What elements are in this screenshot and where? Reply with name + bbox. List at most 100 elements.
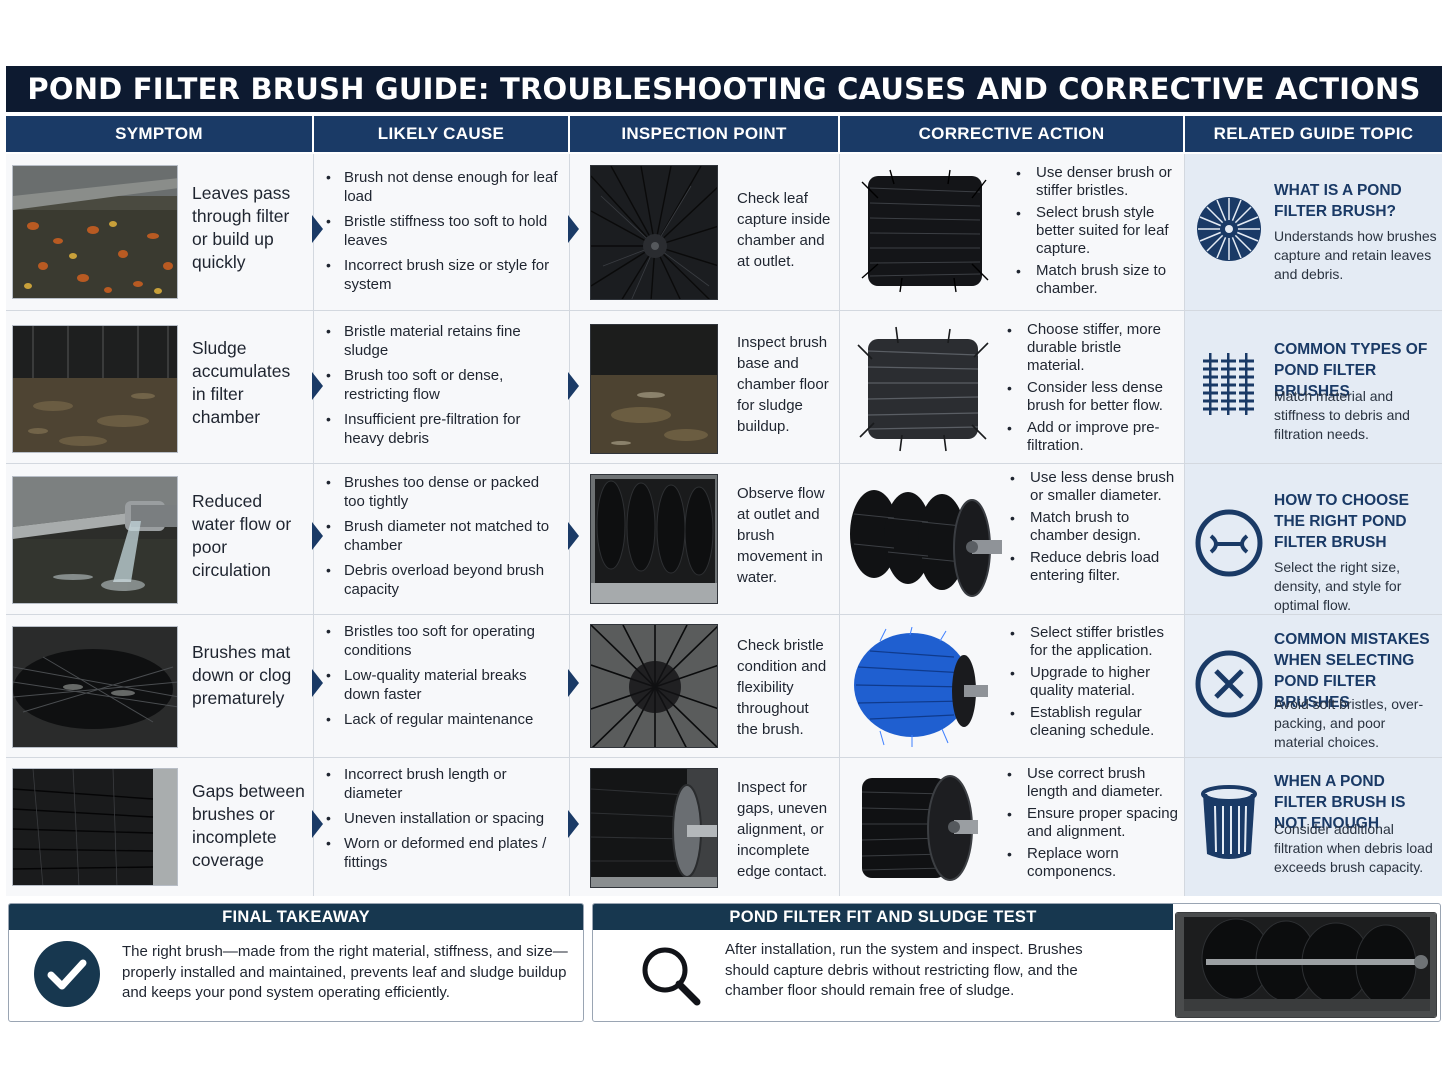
action-item: Establish regular cleaning schedule. [1010, 704, 1180, 740]
cause-list: Brush not dense enough for leaf load Bri… [326, 168, 563, 300]
filter-canister-icon [1195, 784, 1263, 866]
cause-item: Uneven installation or spacing [326, 809, 563, 828]
topic-title[interactable]: WHEN A POND FILTER BRUSH IS NOT ENOUGH [1274, 773, 1406, 832]
symptom-text: Brushes mat down or clog prematurely [192, 642, 292, 708]
brush-end-photo [590, 165, 718, 300]
action-item: Choose stiffer, more durable bristle mat… [1007, 321, 1180, 375]
brushes-in-chamber-photo [590, 474, 718, 604]
arrow-icon [312, 215, 323, 243]
inspection-text: Check leaf capture inside chamber and at… [737, 190, 831, 270]
final-takeaway-box: FINAL TAKEAWAY The right brush—made from… [8, 903, 584, 1022]
cause-item: Bristle stiffness too soft to hold leave… [326, 212, 563, 250]
header-related-topic: RELATED GUIDE TOPIC [1185, 116, 1442, 152]
action-list: Use correct brush length and diameter. E… [1007, 765, 1180, 885]
troubleshooting-table: Leaves pass through filter or build up q… [6, 154, 1442, 896]
brushes-icon [1195, 349, 1263, 419]
outlet-flow-photo [12, 476, 178, 604]
action-item: Use correct brush length and diameter. [1007, 765, 1180, 801]
inspection-cell: Check bristle condition and flexibility … [568, 615, 840, 757]
cause-item: Bristles too soft for operating conditio… [326, 622, 563, 660]
arrow-icon [568, 372, 579, 400]
topic-cell: COMMON MISTAKES WHEN SELECTING POND FILT… [1185, 615, 1442, 757]
cause-cell: Brushes too dense or packed too tightly … [312, 464, 570, 614]
header-symptom: SYMPTOM [6, 116, 314, 152]
fit-sludge-test-text: After installation, run the system and i… [725, 941, 1083, 999]
x-circle-icon [1195, 649, 1263, 719]
symptom-cell: Gaps between brushes or incomplete cover… [6, 758, 314, 896]
topic-desc: Understands how brushes capture and reta… [1274, 228, 1437, 282]
cause-list: Bristles too soft for operating conditio… [326, 622, 563, 735]
brush-end-icon [1195, 194, 1263, 264]
arrow-icon [568, 669, 579, 697]
topic-title[interactable]: COMMON MISTAKES WHEN SELECTING POND FILT… [1274, 631, 1430, 711]
cause-list: Incorrect brush length or diameter Uneve… [326, 765, 563, 878]
checkmark-icon [33, 940, 101, 1008]
symptom-cell: Leaves pass through filter or build up q… [6, 154, 314, 310]
leaves-pond-photo [12, 165, 178, 299]
table-row: Gaps between brushes or incomplete cover… [6, 758, 1442, 896]
inspection-cell: Inspect for gaps, uneven alignment, or i… [568, 758, 840, 896]
action-item: Select brush style better suited for lea… [1016, 204, 1180, 258]
fit-sludge-test-box: POND FILTER FIT AND SLUDGE TEST After in… [592, 903, 1441, 1022]
cause-cell: Bristle material retains fine sludge Bru… [312, 311, 570, 463]
final-takeaway-text: The right brush—made from the right mate… [122, 943, 568, 1001]
action-item: Match brush size to chamber. [1016, 262, 1180, 298]
cause-item: Bristle material retains fine sludge [326, 322, 563, 360]
action-list: Use less dense brush or smaller diameter… [1010, 469, 1180, 589]
symptom-cell: Brushes mat down or clog prematurely [6, 615, 314, 757]
action-list: Choose stiffer, more durable bristle mat… [1007, 321, 1180, 459]
table-row: Brushes mat down or clog prematurely Bri… [6, 615, 1442, 758]
symptom-cell: Reduced water flow or poor circulation [6, 464, 314, 614]
blue-brush-image [850, 626, 990, 749]
action-item: Use denser brush or stiffer bristles. [1016, 164, 1180, 200]
action-item: Match brush to chamber design. [1010, 509, 1180, 545]
cause-item: Brushes too dense or packed too tightly [326, 473, 563, 511]
action-item: Select stiffer bristles for the applicat… [1010, 624, 1180, 660]
symptom-cell: Sludge accumulates in filter chamber [6, 311, 314, 463]
topic-cell: WHEN A POND FILTER BRUSH IS NOT ENOUGH C… [1185, 758, 1442, 896]
matted-brush-photo [12, 626, 178, 748]
cause-item: Debris overload beyond brush capacity [326, 561, 563, 599]
inspection-cell: Inspect brush base and chamber floor for… [568, 311, 840, 463]
table-header: SYMPTOM LIKELY CAUSE INSPECTION POINT CO… [6, 116, 1442, 152]
topic-desc: Avoid soft bristles, over-packing, and p… [1274, 696, 1424, 750]
action-item: Ensure proper spacing and alignment. [1007, 805, 1180, 841]
inspection-cell: Observe flow at outlet and brush movemen… [568, 464, 840, 614]
page-title: POND FILTER BRUSH GUIDE: TROUBLESHOOTING… [6, 66, 1442, 112]
cause-item: Insufficient pre-filtration for heavy de… [326, 410, 563, 448]
action-list: Use denser brush or stiffer bristles. Se… [1016, 164, 1180, 302]
inspection-cell: Check leaf capture inside chamber and at… [568, 154, 840, 310]
action-item: Reduce debris load entering filter. [1010, 549, 1180, 585]
cause-cell: Bristles too soft for operating conditio… [312, 615, 570, 757]
cause-cell: Incorrect brush length or diameter Uneve… [312, 758, 570, 896]
action-item: Add or improve pre-filtration. [1007, 419, 1180, 455]
symptom-text: Reduced water flow or poor circulation [192, 491, 292, 580]
topic-title[interactable]: WHAT IS A POND FILTER BRUSH? [1274, 182, 1402, 220]
inspection-text: Inspect for gaps, uneven alignment, or i… [737, 779, 828, 880]
arrow-icon [312, 522, 323, 550]
action-item: Upgrade to higher quality material. [1010, 664, 1180, 700]
cause-item: Incorrect brush size or style for system [326, 256, 563, 294]
action-cell: Select stiffer bristles for the applicat… [840, 615, 1185, 757]
arrow-icon [312, 669, 323, 697]
sludge-chamber-photo [12, 325, 178, 453]
action-cell: Use less dense brush or smaller diameter… [840, 464, 1185, 614]
topic-title[interactable]: COMMON TYPES OF POND FILTER BRUSHES [1274, 341, 1428, 400]
cause-list: Bristle material retains fine sludge Bru… [326, 322, 563, 454]
measure-icon [1195, 508, 1263, 578]
topic-cell: COMMON TYPES OF POND FILTER BRUSHES Matc… [1185, 311, 1442, 463]
header-inspection-point: INSPECTION POINT [570, 116, 840, 152]
topic-title[interactable]: HOW TO CHOOSE THE RIGHT POND FILTER BRUS… [1274, 492, 1409, 551]
symptom-text: Leaves pass through filter or build up q… [192, 183, 291, 272]
table-row: Sludge accumulates in filter chamber Bri… [6, 311, 1442, 464]
topic-cell: HOW TO CHOOSE THE RIGHT POND FILTER BRUS… [1185, 464, 1442, 614]
cause-item: Lack of regular maintenance [326, 710, 563, 729]
arrow-icon [312, 372, 323, 400]
action-cell: Use correct brush length and diameter. E… [840, 758, 1185, 896]
action-item: Consider less dense brush for better flo… [1007, 379, 1180, 415]
topic-desc: Select the right size, density, and styl… [1274, 559, 1402, 613]
chamber-brush-photo [1175, 912, 1437, 1018]
cause-list: Brushes too dense or packed too tightly … [326, 473, 563, 605]
arrow-icon [568, 522, 579, 550]
symptom-text: Gaps between brushes or incomplete cover… [192, 781, 305, 870]
